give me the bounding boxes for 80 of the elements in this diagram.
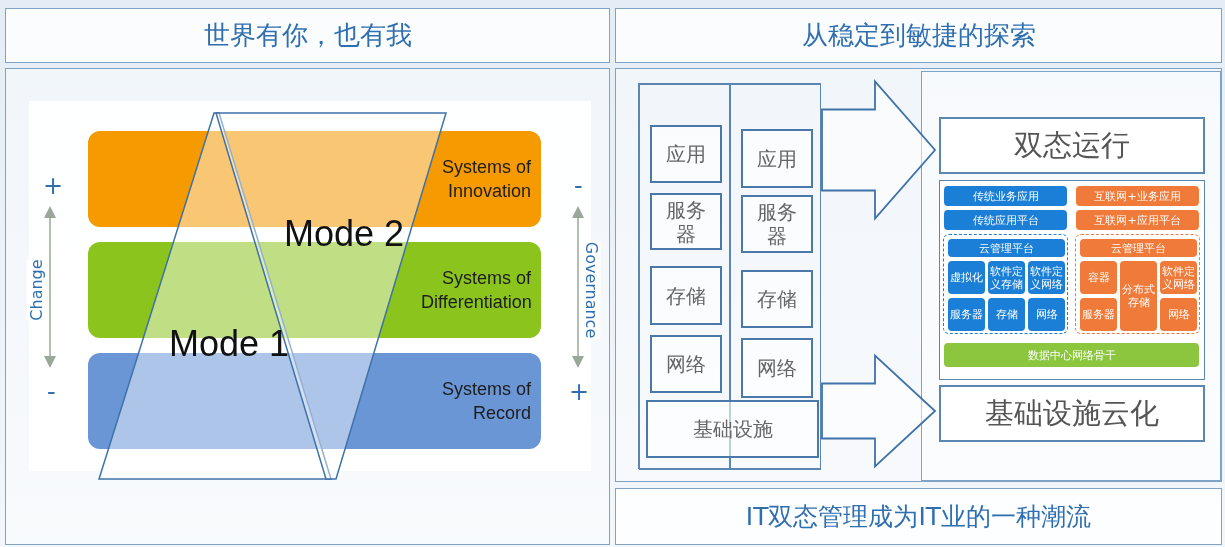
chip-text: 服务器: [1081, 308, 1116, 321]
layer-text: Systems of Record: [440, 378, 531, 425]
footer-text: IT双态管理成为IT业的一种潮流: [745, 501, 1092, 533]
layer-chip: [1120, 261, 1157, 331]
layer-chip: [944, 343, 1199, 367]
layer-text: Systems of Innovation: [440, 156, 531, 203]
panel-frame: [615, 68, 1222, 482]
header-band: [5, 8, 610, 63]
layer-chip: [944, 210, 1067, 230]
title-box: [939, 117, 1205, 174]
layer-chip: [1080, 239, 1197, 257]
layer-chip: [948, 261, 985, 294]
dashed-group: [943, 234, 1068, 334]
dashed-group: [1075, 234, 1200, 334]
header-band: [615, 8, 1222, 63]
layer-chip: [1080, 261, 1117, 294]
panel-frame: [921, 71, 1221, 481]
frame-box: [638, 83, 821, 469]
chip-text: 互联网+业务应用: [1094, 188, 1181, 204]
layer-chip: [944, 186, 1067, 206]
layer-box: [650, 266, 722, 325]
box-text: 双态运行: [1014, 126, 1130, 164]
axis-label: Change: [26, 259, 46, 321]
layer-box: [650, 125, 722, 183]
chip-text: 软件定义存储: [989, 264, 1024, 291]
column-frame: [639, 84, 730, 470]
layer-box: [741, 270, 813, 328]
box-text: 存储: [665, 283, 707, 308]
title-box: [939, 385, 1205, 442]
sign-label: -: [574, 172, 583, 200]
column-frame: [730, 84, 821, 470]
layer-box: [650, 335, 722, 393]
chip-text: 虚拟化: [949, 271, 984, 284]
sign-label: +: [43, 172, 64, 200]
layer-box: [741, 195, 813, 253]
block-arrow: [821, 79, 937, 221]
block-arrow: [821, 353, 937, 469]
chip-text: 云管理平台: [979, 240, 1034, 256]
chip-text: 网络: [1166, 308, 1191, 321]
box-text: 网络: [665, 352, 707, 376]
layer-chip: [988, 298, 1025, 331]
chip-text: 容器: [1086, 271, 1111, 284]
chip-text: 服务器: [949, 308, 984, 321]
sign-label: +: [569, 378, 590, 406]
layer-chip: [1028, 298, 1065, 331]
box-text: 基础设施: [692, 417, 773, 441]
layer-chip: [948, 239, 1065, 257]
stack-panel: [939, 180, 1205, 380]
layer-box: [741, 129, 813, 188]
box-text: 应用: [665, 142, 707, 166]
layer-chip: [1080, 298, 1117, 331]
header-text: 世界有你，也有我: [203, 19, 412, 52]
layer-box: [650, 193, 722, 250]
chip-text: 传统应用平台: [972, 212, 1039, 228]
chip-text: 存储: [994, 308, 1019, 321]
box-text: 网络: [756, 356, 798, 380]
box-text: 基础设施云化: [985, 394, 1159, 432]
box-text: 存储: [756, 287, 798, 311]
layer-chip: [948, 298, 985, 331]
box-text: 服务器: [756, 200, 798, 248]
chip-text: 互联网+应用平台: [1094, 212, 1181, 228]
panel-frame: [5, 68, 610, 545]
layer-text: Systems of Differentiation: [421, 267, 531, 314]
chip-text: 网络: [1034, 308, 1059, 321]
chip-text: 分布式存储: [1121, 283, 1156, 309]
box-text: 应用: [756, 146, 798, 171]
header-text: 从稳定到敏捷的探索: [801, 19, 1036, 52]
box-text: 服务器: [665, 197, 707, 246]
layer-box: [741, 338, 813, 398]
chip-text: 软件定义网络: [1029, 264, 1064, 291]
layer-chip: [1076, 186, 1199, 206]
chip-text: 传统业务应用: [972, 188, 1039, 204]
chip-text: 软件定义网络: [1161, 264, 1196, 291]
layer-chip: [1076, 210, 1199, 230]
chip-text: 云管理平台: [1111, 240, 1166, 256]
footer-band: [615, 488, 1222, 545]
chip-text: 数据中心网络骨干: [1027, 347, 1116, 363]
sign-label: -: [47, 378, 56, 406]
layer-chip: [1160, 298, 1197, 331]
layer-box: [646, 400, 819, 458]
